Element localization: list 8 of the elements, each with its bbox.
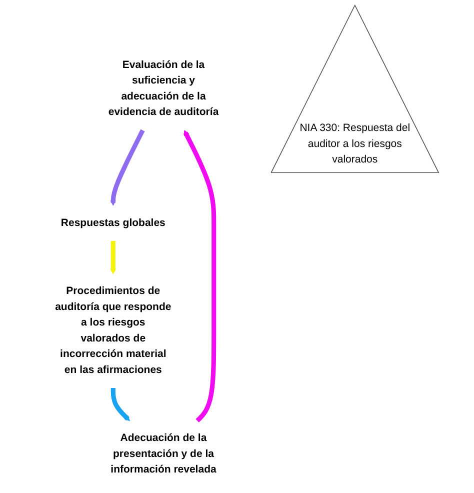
node-text: Procedimientos de auditoría que responde a los riesgos valorados de incorrección material en las afirmaciones <box>55 286 172 376</box>
arrow <box>183 130 216 422</box>
arrow <box>110 388 130 422</box>
node-text: Respuestas globales <box>60 217 166 228</box>
node-text: Adecuación de la presentación y de la información revelada <box>110 432 216 476</box>
arrow <box>110 240 116 274</box>
arrow <box>110 129 145 206</box>
node-text: Evaluación de la suficiencia y adecuación de la evidencia de auditoría <box>108 59 219 118</box>
